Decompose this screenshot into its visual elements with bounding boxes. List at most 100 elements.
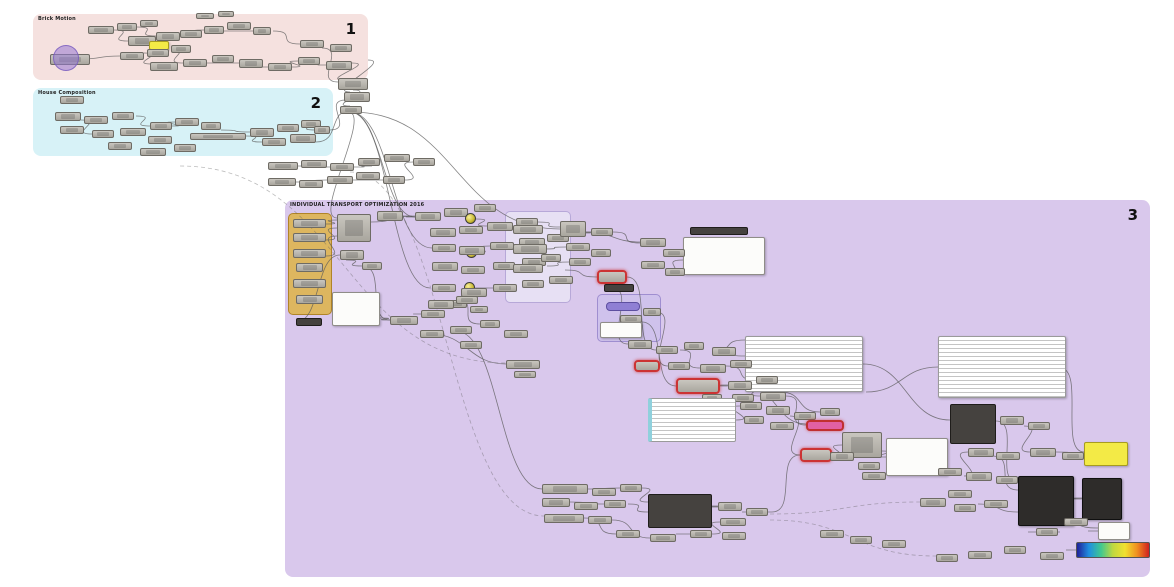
component-node[interactable]: [493, 262, 515, 270]
component-node[interactable]: [218, 11, 234, 17]
component-node[interactable]: [140, 148, 166, 156]
component-node[interactable]: [504, 330, 528, 338]
component-node[interactable]: [948, 490, 972, 498]
component-node[interactable]: [996, 452, 1020, 460]
component-node[interactable]: [390, 316, 418, 325]
component-node[interactable]: [616, 530, 640, 538]
purple-pill-node[interactable]: [606, 302, 640, 311]
component-node[interactable]: [293, 233, 326, 242]
component-node[interactable]: [641, 261, 665, 269]
component-node[interactable]: [938, 468, 962, 476]
component-node[interactable]: [513, 225, 543, 234]
component-node[interactable]: [356, 172, 380, 180]
component-node[interactable]: [377, 211, 403, 221]
component-node[interactable]: [858, 462, 880, 470]
component-node[interactable]: [820, 408, 840, 416]
component-node[interactable]: [344, 92, 370, 102]
component-node[interactable]: [566, 243, 590, 251]
component-node[interactable]: [760, 392, 786, 401]
component-node[interactable]: [968, 551, 992, 559]
component-node[interactable]: [1000, 416, 1024, 425]
panel-node[interactable]: [1098, 522, 1130, 540]
component-node[interactable]: [746, 508, 768, 516]
component-node[interactable]: [338, 78, 368, 90]
component-node[interactable]: [996, 476, 1018, 484]
component-node[interactable]: [421, 310, 445, 318]
component-node[interactable]: [663, 249, 685, 257]
component-node[interactable]: [432, 244, 456, 252]
yellow-panel-node[interactable]: [1084, 442, 1128, 466]
component-node[interactable]: [60, 96, 84, 104]
component-node[interactable]: [262, 138, 286, 146]
component-node[interactable]: [569, 258, 591, 266]
component-node[interactable]: [450, 326, 472, 334]
dark-component-node[interactable]: [690, 227, 748, 235]
component-node[interactable]: [227, 22, 251, 30]
component-node[interactable]: [413, 158, 435, 166]
component-node[interactable]: [196, 13, 214, 19]
panel-node[interactable]: [332, 292, 380, 326]
component-node[interactable]: [547, 234, 569, 242]
component-node[interactable]: [117, 23, 137, 31]
panel-node[interactable]: [600, 322, 642, 338]
component-node[interactable]: [147, 49, 169, 57]
component-node[interactable]: [684, 342, 704, 350]
component-node[interactable]: [820, 530, 844, 538]
component-node[interactable]: [744, 416, 764, 424]
panel-node[interactable]: [683, 237, 765, 275]
component-node[interactable]: [384, 154, 410, 162]
component-node[interactable]: [984, 500, 1008, 508]
component-node[interactable]: [432, 284, 456, 292]
component-node[interactable]: [712, 347, 736, 356]
purple-circle-node[interactable]: [53, 45, 79, 71]
component-node[interactable]: [560, 221, 586, 237]
error-component-node[interactable]: [634, 360, 660, 372]
component-node[interactable]: [296, 263, 323, 272]
component-node[interactable]: [88, 26, 114, 34]
component-node[interactable]: [882, 540, 906, 548]
component-node[interactable]: [480, 320, 500, 328]
component-node[interactable]: [730, 360, 752, 368]
component-node[interactable]: [293, 219, 326, 228]
component-node[interactable]: [1028, 422, 1050, 430]
component-node[interactable]: [620, 484, 642, 492]
display-panel-node[interactable]: [1018, 476, 1074, 526]
component-node[interactable]: [174, 144, 196, 152]
component-node[interactable]: [1040, 552, 1064, 560]
component-node[interactable]: [513, 264, 543, 273]
notes-panel-node[interactable]: [938, 336, 1066, 398]
component-node[interactable]: [428, 300, 454, 309]
component-node[interactable]: [643, 308, 661, 316]
component-node[interactable]: [668, 362, 690, 370]
component-node[interactable]: [690, 530, 712, 538]
component-node[interactable]: [150, 62, 178, 71]
component-node[interactable]: [700, 364, 726, 373]
component-node[interactable]: [301, 160, 327, 168]
component-node[interactable]: [591, 228, 613, 236]
component-node[interactable]: [420, 330, 444, 338]
component-node[interactable]: [183, 59, 207, 67]
component-node[interactable]: [794, 412, 816, 420]
component-node[interactable]: [487, 222, 513, 231]
component-node[interactable]: [461, 266, 485, 274]
component-node[interactable]: [293, 249, 326, 258]
component-node[interactable]: [862, 472, 886, 480]
component-node[interactable]: [522, 280, 544, 288]
component-node[interactable]: [444, 208, 468, 217]
component-node[interactable]: [470, 306, 488, 313]
component-node[interactable]: [108, 142, 132, 150]
component-node[interactable]: [456, 296, 478, 304]
component-node[interactable]: [936, 554, 958, 562]
dark-component-node[interactable]: [296, 318, 322, 326]
component-node[interactable]: [628, 340, 652, 349]
component-node[interactable]: [1064, 518, 1088, 526]
component-node[interactable]: [239, 59, 263, 68]
component-node[interactable]: [513, 244, 547, 254]
component-node[interactable]: [337, 214, 371, 242]
component-node[interactable]: [326, 61, 352, 70]
component-node[interactable]: [591, 249, 611, 257]
error-component-node[interactable]: [800, 448, 832, 462]
component-node[interactable]: [1036, 528, 1058, 536]
component-node[interactable]: [293, 279, 326, 288]
